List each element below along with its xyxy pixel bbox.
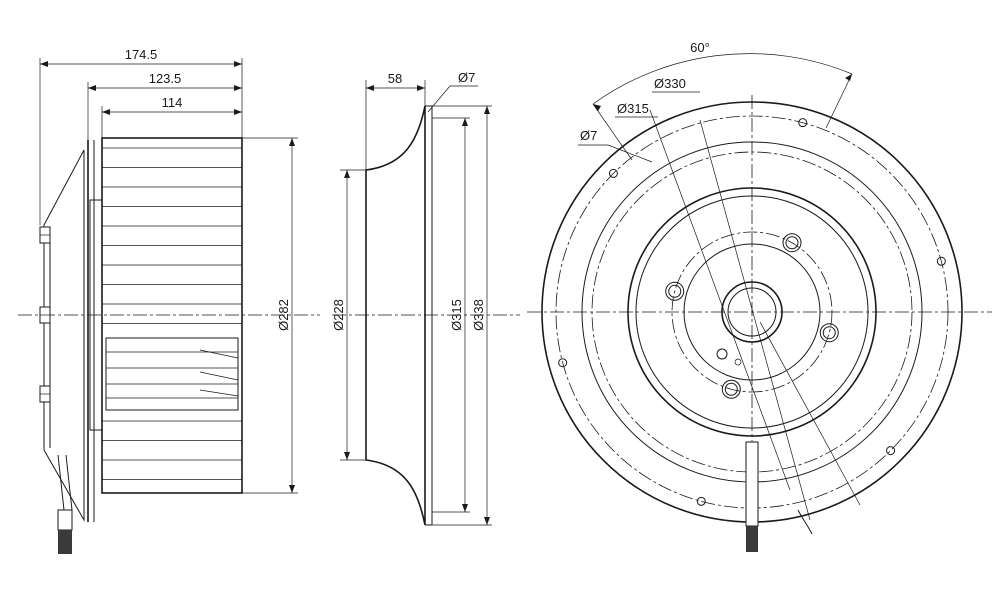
hub-screw — [716, 348, 728, 360]
dim-ring-diameter-label: Ø315 — [449, 299, 464, 331]
cable-gland — [57, 454, 73, 554]
flange-notch — [797, 509, 813, 535]
mounting-hole-inner — [785, 236, 799, 250]
mounting-hole — [608, 168, 618, 178]
dim-hole-front-label: Ø7 — [580, 128, 597, 143]
dim-flange-to-face-label: 123.5 — [149, 71, 182, 86]
mounting-stud — [39, 306, 51, 324]
dim-impeller-width: 114 — [101, 95, 242, 138]
dim-angle-label: 60° — [690, 40, 710, 55]
profile-view: 58 Ø7 Ø228 Ø315 Ø3 — [331, 70, 520, 526]
dim-depth-label: 58 — [388, 71, 402, 86]
flange-mounting-holes — [558, 118, 946, 506]
side-view: 174.5 123.5 114 Ø282 — [18, 47, 320, 554]
dim-angle: 60° — [592, 40, 853, 161]
bolt-circle-inner — [591, 151, 913, 473]
inlet-ring-profile — [365, 105, 426, 526]
mounting-hole — [886, 446, 896, 456]
dim-depth: 58 — [365, 71, 426, 170]
motor-outer-circle — [627, 187, 877, 437]
dim-outer-diameter-label: Ø338 — [471, 299, 486, 331]
dim-bolt-circle-outer: Ø330 — [652, 76, 700, 93]
mounting-hole-inner — [724, 382, 738, 396]
impeller-inner-hub — [105, 337, 239, 411]
mounting-hole-inner — [668, 284, 682, 298]
dim-ring-diameter: Ø315 — [432, 117, 470, 513]
dim-overall-width: 174.5 — [39, 47, 243, 225]
dim-impeller-diameter: Ø282 — [242, 137, 298, 494]
cable-gland-front — [745, 441, 759, 552]
mounting-hole — [798, 118, 808, 128]
mounting-hole — [936, 256, 946, 266]
impeller-body — [101, 137, 243, 494]
mounting-hole-inner — [822, 326, 836, 340]
leader-line — [649, 109, 791, 491]
dim-flange-to-face: 123.5 — [87, 71, 242, 140]
shaft-outer — [721, 281, 783, 343]
dim-bolt-circle-inner-label: Ø315 — [617, 101, 649, 116]
mounting-hole — [782, 233, 802, 253]
dim-impeller-width-label: 114 — [162, 95, 183, 110]
dim-overall-width-label: 174.5 — [125, 47, 158, 62]
mounting-stud — [39, 385, 51, 403]
mounting-hole — [819, 323, 839, 343]
motor-mounting-holes — [665, 233, 839, 399]
front-view: 60° Ø330 Ø315 Ø7 — [527, 40, 992, 552]
dim-impeller-diameter-label: Ø282 — [276, 299, 291, 331]
mounting-stud — [39, 226, 51, 244]
mounting-hole — [558, 358, 568, 368]
shaft-inner — [727, 287, 777, 337]
dim-bolt-circle-outer-label: Ø330 — [654, 76, 686, 91]
mounting-hole — [696, 496, 706, 506]
mounting-hole — [665, 281, 685, 301]
leader-line — [699, 119, 811, 521]
dim-outer-diameter: Ø338 — [432, 105, 492, 526]
mounting-hole — [721, 379, 741, 399]
dim-hole-label: Ø7 — [458, 70, 475, 85]
dim-inlet-diameter-label: Ø228 — [331, 299, 346, 331]
motor-bolt-circle — [671, 231, 833, 393]
dim-hole-leader: Ø7 — [427, 70, 478, 113]
motor-flange-plate — [43, 149, 85, 522]
dim-hole-front: Ø7 — [578, 128, 653, 163]
dim-bolt-circle-inner: Ø315 — [615, 101, 658, 118]
impeller-blades — [102, 147, 242, 480]
dim-inlet-diameter: Ø228 — [331, 169, 366, 461]
